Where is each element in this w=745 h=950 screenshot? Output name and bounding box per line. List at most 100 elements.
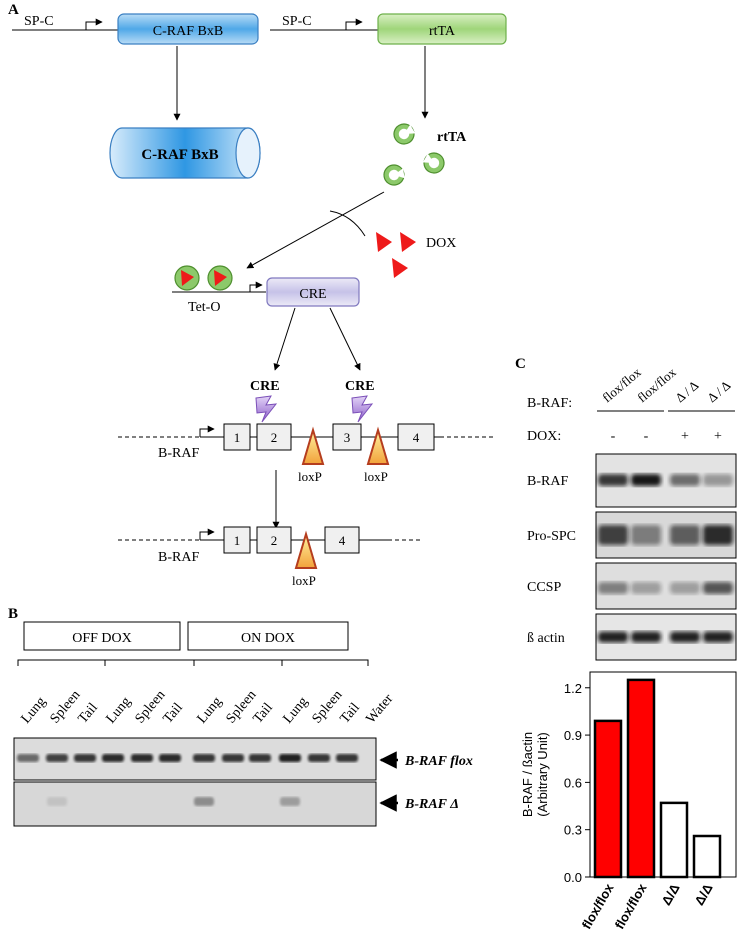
gel-band bbox=[131, 754, 153, 762]
band-label-flox: B-RAF flox bbox=[404, 754, 473, 769]
c-raf-bxb-protein: C-RAF BxB bbox=[109, 127, 261, 179]
blot-band bbox=[598, 525, 628, 545]
protein-label: C-RAF BxB bbox=[141, 147, 218, 163]
blot-label-b-raf: B-RAF bbox=[527, 474, 568, 489]
cre-label-2: CRE bbox=[345, 379, 375, 394]
gel-band-faint bbox=[194, 797, 214, 806]
y-tick-label: 1.2 bbox=[564, 681, 582, 696]
exon-box bbox=[223, 526, 251, 554]
cre-label-1: CRE bbox=[250, 379, 280, 394]
b-raf-floxed-allele: B-RAF 1 2 3 4 loxP loxP bbox=[118, 423, 496, 484]
rtta-proteins: rtTA bbox=[381, 119, 467, 188]
exon-label: 1 bbox=[234, 430, 241, 445]
panel-b-letter: B bbox=[8, 606, 18, 622]
blot-band bbox=[631, 474, 661, 486]
exon-box bbox=[223, 423, 251, 451]
lane-label: Lung bbox=[19, 694, 49, 726]
dox-label: DOX bbox=[426, 236, 456, 251]
gel-band bbox=[193, 754, 215, 762]
loxp-label-2: loxP bbox=[364, 469, 388, 484]
y-tick-label: 0.0 bbox=[564, 870, 582, 885]
panel-c: C B-RAF: flox/flox flox/flox Δ / Δ Δ / Δ… bbox=[515, 356, 737, 932]
blot-band bbox=[598, 582, 628, 594]
exon-box bbox=[397, 423, 435, 451]
exon-label: 1 bbox=[234, 533, 241, 548]
panel-a-letter: A bbox=[8, 2, 19, 18]
arrow-to-teto bbox=[246, 191, 385, 269]
exon-box bbox=[256, 423, 292, 451]
cre-box bbox=[266, 277, 360, 307]
lane-label: Water bbox=[364, 691, 397, 726]
dox-value: + bbox=[681, 429, 689, 444]
lane-label: Spleen bbox=[133, 688, 169, 727]
cre-bolt-icon-1 bbox=[255, 395, 277, 423]
blot-band bbox=[703, 525, 733, 545]
dox-value: - bbox=[611, 429, 616, 444]
gel-band-faint bbox=[280, 797, 300, 806]
blot-label-pro-spc: Pro-SPC bbox=[527, 529, 576, 544]
y-tick-label: 0.3 bbox=[564, 823, 582, 838]
bar bbox=[593, 719, 623, 879]
dox-curve bbox=[329, 210, 366, 237]
construct-rttA: SP-C rtTA bbox=[270, 13, 507, 119]
blot-band bbox=[670, 525, 700, 545]
construct-c-raf: SP-C C-RAF BxB bbox=[12, 13, 259, 121]
blot-label-beta-actin: ß actin bbox=[527, 631, 565, 646]
lane-label: Spleen bbox=[48, 688, 84, 727]
gel-band bbox=[308, 754, 330, 762]
lane-label: Lung bbox=[281, 694, 311, 726]
blot-band bbox=[703, 631, 733, 643]
loxp-label-deleted: loxP bbox=[292, 573, 316, 588]
blot-band bbox=[631, 525, 661, 545]
gel-band bbox=[336, 754, 358, 762]
gene-box-c-raf-bxb bbox=[117, 13, 259, 45]
lane-label: Tail bbox=[338, 700, 363, 726]
gel-band bbox=[159, 754, 181, 762]
gel-band bbox=[279, 754, 301, 762]
lane-label: Lung bbox=[195, 694, 225, 726]
cre-box-label: CRE bbox=[299, 287, 326, 302]
blot-label-ccsp: CCSP bbox=[527, 580, 561, 595]
dox-row-label: DOX: bbox=[527, 429, 561, 444]
dox-value: + bbox=[714, 429, 722, 444]
gel-band-faint bbox=[47, 797, 67, 806]
blot-band bbox=[631, 582, 661, 594]
teto-promoter: Tet-O bbox=[172, 265, 266, 315]
y-tick-label: 0.6 bbox=[564, 775, 582, 790]
gene-label-rtta: rtTA bbox=[429, 24, 456, 39]
group-box-off-dox bbox=[23, 621, 181, 651]
blot-band bbox=[631, 631, 661, 643]
lane-label: Tail bbox=[76, 700, 101, 726]
genotype-row-label: B-RAF: bbox=[527, 396, 572, 411]
b-raf-label-deleted: B-RAF bbox=[158, 550, 199, 565]
y-axis-label: B-RAF / ßactin bbox=[520, 732, 535, 817]
genotype-label: flox/flox bbox=[599, 364, 644, 405]
lane-label: Tail bbox=[161, 700, 186, 726]
blot-band bbox=[703, 474, 733, 486]
genotype-label: Δ / Δ bbox=[672, 377, 701, 405]
rtta-label: rtTA bbox=[437, 130, 467, 145]
genotype-label: flox/flox bbox=[634, 364, 679, 405]
bar bbox=[692, 834, 722, 879]
exon-label: 2 bbox=[271, 533, 278, 548]
b-raf-deleted-allele: B-RAF 1 2 4 loxP bbox=[118, 526, 420, 588]
arrow-cre-2 bbox=[329, 307, 361, 371]
y-axis-label: (Arbitrary Unit) bbox=[535, 732, 550, 817]
x-tick-label: Δ/Δ bbox=[658, 881, 682, 908]
exon-box bbox=[332, 423, 362, 451]
promoter-label-left: SP-C bbox=[24, 14, 54, 29]
blot-band bbox=[598, 474, 628, 486]
dox-value: - bbox=[644, 429, 649, 444]
promoter-label-right: SP-C bbox=[282, 14, 312, 29]
arrow-cre-1 bbox=[273, 307, 296, 371]
group-label-off-dox: OFF DOX bbox=[72, 631, 132, 646]
blot-band bbox=[670, 582, 700, 594]
exon-label: 3 bbox=[344, 430, 351, 445]
gel-band bbox=[249, 754, 271, 762]
exon-label: 4 bbox=[339, 533, 346, 548]
lane-label: Tail bbox=[251, 700, 276, 726]
teto-label: Tet-O bbox=[188, 300, 220, 315]
